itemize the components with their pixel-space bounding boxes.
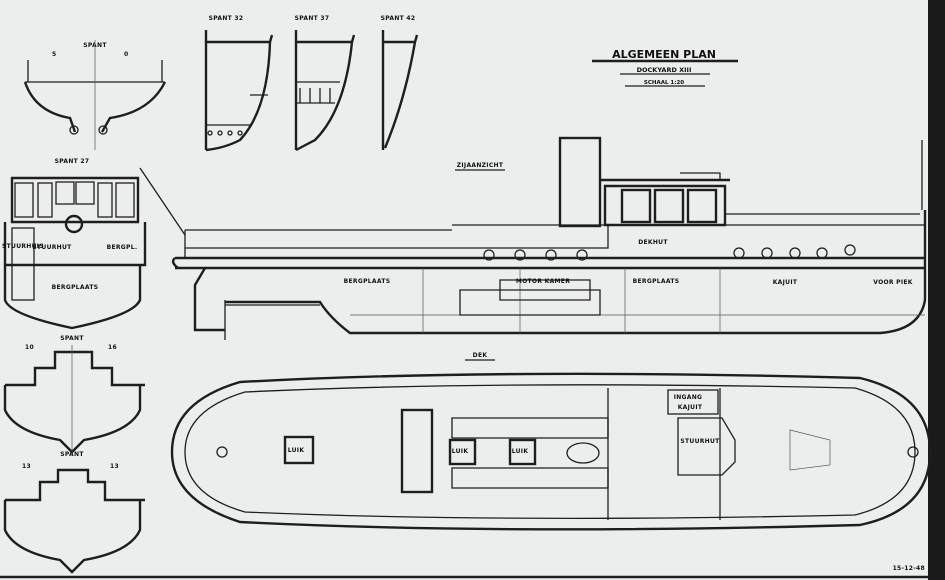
svg-text:STUURHUT: STUURHUT (32, 244, 72, 251)
svg-text:DEK: DEK (473, 352, 488, 359)
section-spant-10-16: SPANT 10 16 (3, 335, 145, 455)
svg-text:LUIK: LUIK (452, 448, 469, 455)
svg-text:BERGPLAATS: BERGPLAATS (52, 284, 99, 291)
section-spant-27: SPANT 27 STUURHUIS STUURHUT BERGPL. BERG… (2, 158, 186, 330)
deck-plan: DEK LUIK LUIK LUIK INGANG KAJUIT STUURHU… (170, 352, 932, 531)
svg-text:KAJUIT: KAJUIT (678, 404, 703, 411)
svg-text:MOTOR KAMER: MOTOR KAMER (516, 278, 570, 285)
svg-text:SPANT: SPANT (60, 451, 84, 458)
svg-text:VOOR PIEK: VOOR PIEK (873, 279, 913, 286)
drawing-date: 15-12-48 (893, 565, 925, 572)
svg-text:ZIJAANZICHT: ZIJAANZICHT (457, 162, 504, 169)
side-view: ZIJAANZICHT DEKHUT BERGPLAATS MOTOR KAME… (171, 136, 927, 340)
svg-text:16: 16 (108, 344, 117, 351)
section-spant-5-0: SPANT 5 0 (23, 40, 167, 150)
section-spant-42: SPANT 42 (381, 15, 419, 150)
section-spant-32: SPANT 32 (204, 15, 274, 152)
hatch-grating (400, 408, 434, 494)
svg-text:BERGPLAATS: BERGPLAATS (633, 278, 680, 285)
svg-text:SPANT: SPANT (60, 335, 84, 342)
svg-text:SPANT 27: SPANT 27 (55, 158, 90, 165)
svg-text:5: 5 (52, 51, 56, 58)
svg-text:LUIK: LUIK (288, 447, 305, 454)
svg-text:KAJUIT: KAJUIT (773, 279, 798, 286)
svg-text:BERGPL.: BERGPL. (107, 244, 138, 251)
svg-text:STUURHUT: STUURHUT (680, 438, 720, 445)
title-block: ALGEMEEN PLAN DOCKYARD XIII SCHAAL 1:20 (592, 48, 738, 87)
section-spant-13-13: SPANT 13 13 (3, 451, 145, 574)
svg-text:STUURHUIS: STUURHUIS (2, 243, 44, 250)
drawing-title: ALGEMEEN PLAN (612, 48, 716, 61)
svg-text:13: 13 (22, 463, 31, 470)
svg-text:SPANT 42: SPANT 42 (381, 15, 416, 22)
svg-text:13: 13 (110, 463, 119, 470)
sheet-border (928, 0, 945, 580)
svg-text:0: 0 (124, 51, 128, 58)
svg-text:SPANT 37: SPANT 37 (295, 15, 330, 22)
drawing-subtitle: DOCKYARD XIII (637, 66, 692, 74)
svg-text:BERGPLAATS: BERGPLAATS (344, 278, 391, 285)
section-spant-37: SPANT 37 (295, 15, 356, 152)
drawing-scale: SCHAAL 1:20 (644, 80, 684, 86)
svg-text:DEKHUT: DEKHUT (638, 239, 668, 246)
svg-text:INGANG: INGANG (674, 394, 703, 401)
svg-text:10: 10 (25, 344, 34, 351)
svg-text:LUIK: LUIK (512, 448, 529, 455)
svg-text:SPANT 32: SPANT 32 (209, 15, 244, 22)
funnel (558, 136, 602, 228)
